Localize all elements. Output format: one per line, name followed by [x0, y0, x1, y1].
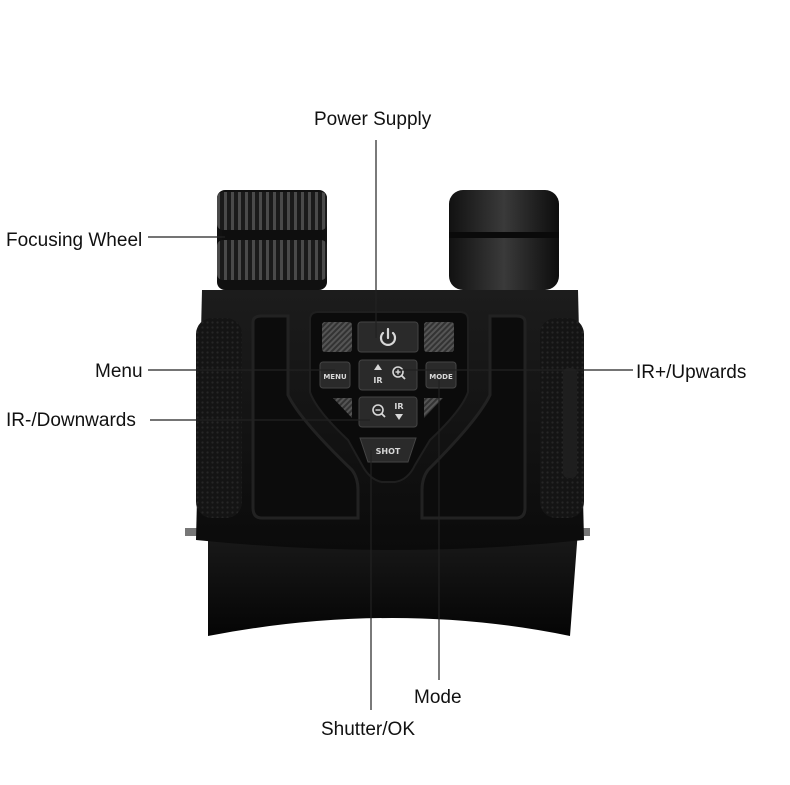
- menu-button-label: MENU: [323, 373, 347, 381]
- focusing-wheel[interactable]: [217, 190, 327, 290]
- power-icon: [379, 327, 397, 346]
- left-panel: [251, 314, 360, 520]
- mode-button[interactable]: MODE: [425, 361, 457, 389]
- ir-up-label: IR: [373, 376, 382, 385]
- ir-downwards-label: IR-/Downwards: [6, 410, 136, 431]
- side-slider: [563, 368, 577, 478]
- power-button[interactable]: [357, 321, 419, 353]
- decor-square-left: [322, 322, 352, 352]
- decor-wedge-left: [333, 398, 352, 418]
- arrow-up-icon: [374, 364, 382, 370]
- shutter-ok-label: Shutter/OK: [321, 719, 415, 740]
- mode-button-label: MODE: [429, 373, 453, 381]
- decor-square-right: [424, 322, 454, 352]
- menu-label: Menu: [95, 361, 143, 382]
- menu-button[interactable]: MENU: [319, 361, 351, 389]
- right-panel: [420, 314, 527, 520]
- right-grip: [540, 318, 584, 518]
- focusing-wheel-label: Focusing Wheel: [6, 230, 143, 251]
- objective-lens: [449, 190, 559, 290]
- decor-wedge-right: [424, 398, 443, 418]
- arrow-down-icon: [395, 414, 403, 420]
- zoom-out-icon: [372, 404, 386, 418]
- bottom-housing: [208, 530, 578, 636]
- shot-button[interactable]: SHOT: [359, 437, 417, 463]
- ir-down-button[interactable]: IR: [358, 396, 418, 428]
- ir-down-label: IR: [394, 402, 403, 411]
- mode-label: Mode: [414, 687, 462, 708]
- shot-button-label: SHOT: [376, 447, 401, 456]
- zoom-in-icon: [392, 366, 406, 380]
- left-grip: [196, 318, 242, 518]
- callout-lines: [148, 140, 633, 710]
- power-supply-label: Power Supply: [314, 109, 432, 130]
- ir-upwards-label: IR+/Upwards: [636, 362, 747, 383]
- ir-up-button[interactable]: IR: [358, 359, 418, 391]
